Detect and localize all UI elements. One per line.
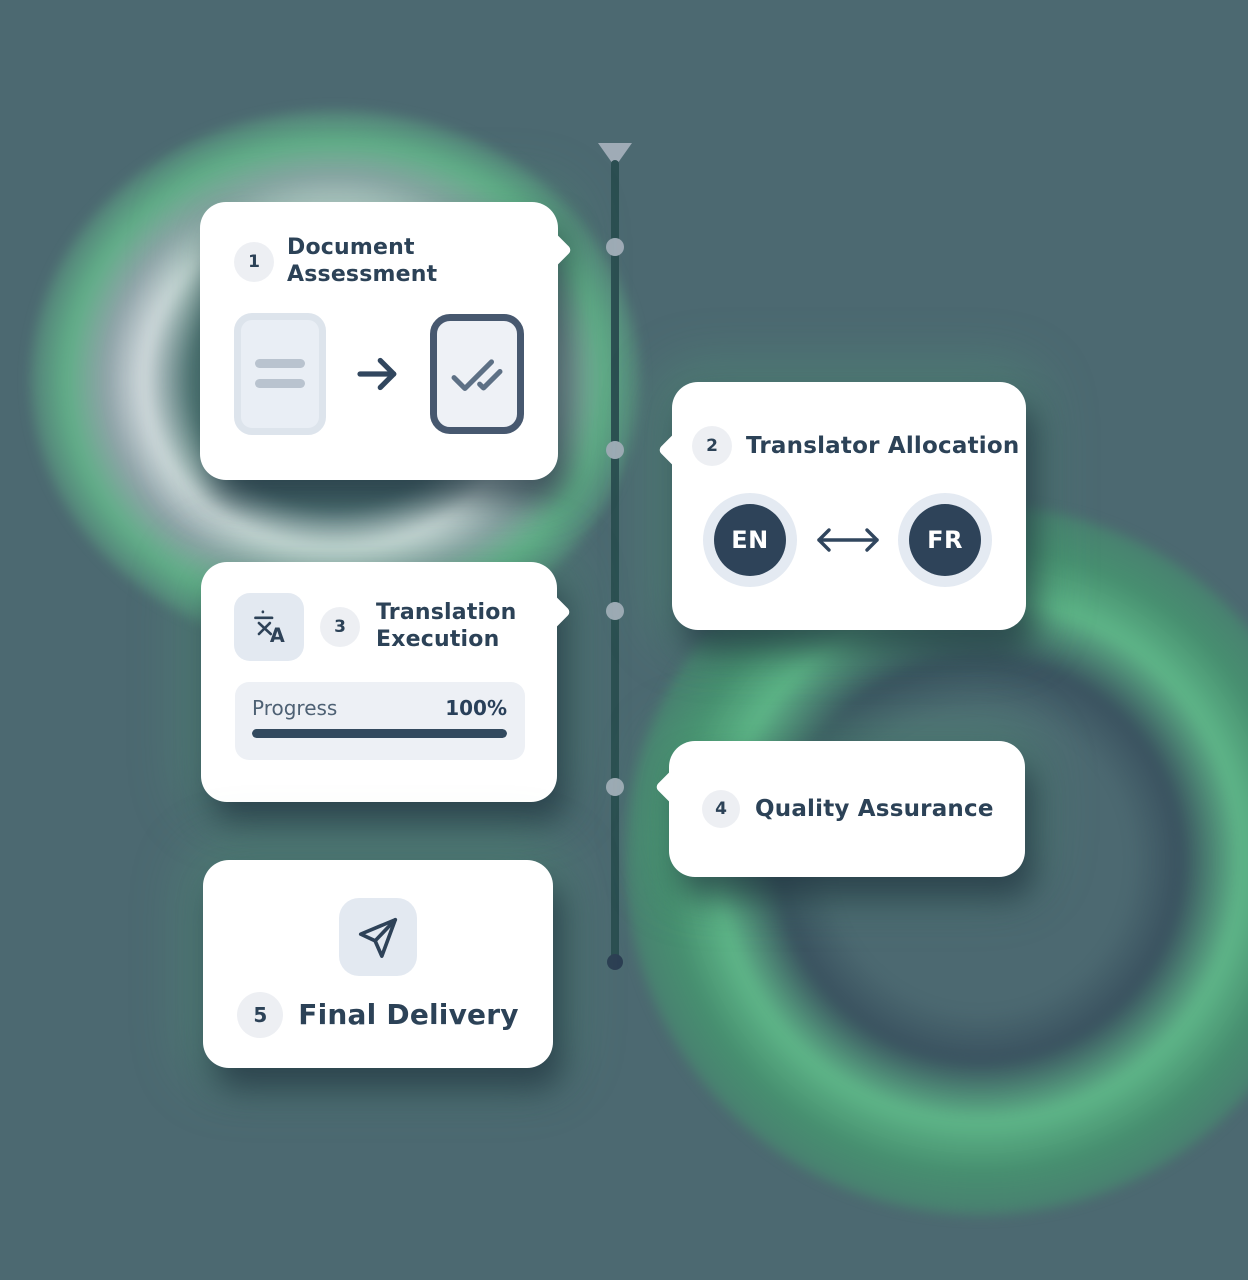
timeline-dot-1 xyxy=(606,238,624,256)
step-title: Document Assessment xyxy=(287,235,438,287)
document-check-icon xyxy=(429,313,524,434)
step-card-translation-execution: A 3 Translation Execution Progress 100% xyxy=(201,562,572,802)
step-card-final-delivery: 5 Final Delivery xyxy=(203,860,553,1068)
language-pair-graphic: EN FR xyxy=(703,493,992,587)
step-number: 3 xyxy=(334,617,346,637)
source-language-label: EN xyxy=(714,504,786,576)
timeline-end-dot xyxy=(607,954,623,970)
step-number-badge: 2 xyxy=(692,426,732,466)
arrow-right-icon xyxy=(356,357,396,390)
step-number: 4 xyxy=(715,799,727,819)
step-title: Translator Allocation xyxy=(746,432,1020,459)
step-number-badge: 1 xyxy=(234,241,274,282)
document-lines-icon xyxy=(234,312,326,435)
send-plane-icon xyxy=(339,898,417,976)
progress-value: 100% xyxy=(445,696,507,720)
source-language-circle: EN xyxy=(703,493,797,587)
progress-label: Progress xyxy=(252,696,338,720)
step-number-badge: 3 xyxy=(320,607,360,647)
step-number-badge: 5 xyxy=(237,992,284,1038)
timeline-dot-2 xyxy=(606,441,624,459)
progress-bar-fill xyxy=(252,729,507,738)
step-number: 5 xyxy=(253,1003,268,1027)
timeline-dot-4 xyxy=(606,778,624,796)
step-number-badge: 4 xyxy=(702,790,740,828)
progress-bar-track xyxy=(252,729,507,738)
assessment-graphic xyxy=(234,312,524,435)
swap-arrows-icon xyxy=(816,528,879,552)
step-title: Quality Assurance xyxy=(755,795,994,822)
step-card-translator-allocation: 2 Translator Allocation EN FR xyxy=(657,382,1026,630)
step-card-quality-assurance: 4 Quality Assurance xyxy=(654,741,1025,877)
timeline-dot-3 xyxy=(606,602,624,620)
target-language-circle: FR xyxy=(898,493,992,587)
svg-text:A: A xyxy=(270,624,285,647)
target-language-label: FR xyxy=(909,504,981,576)
step-number: 1 xyxy=(248,251,260,272)
translate-icon: A xyxy=(234,593,304,661)
step-card-document-assessment: 1 Document Assessment xyxy=(200,202,573,480)
card-tail xyxy=(657,431,695,469)
step-number: 2 xyxy=(706,436,718,456)
step-title: Translation Execution xyxy=(376,600,517,652)
progress-panel: Progress 100% xyxy=(235,682,525,760)
timeline-line xyxy=(611,160,619,962)
step-title: Final Delivery xyxy=(298,997,519,1031)
